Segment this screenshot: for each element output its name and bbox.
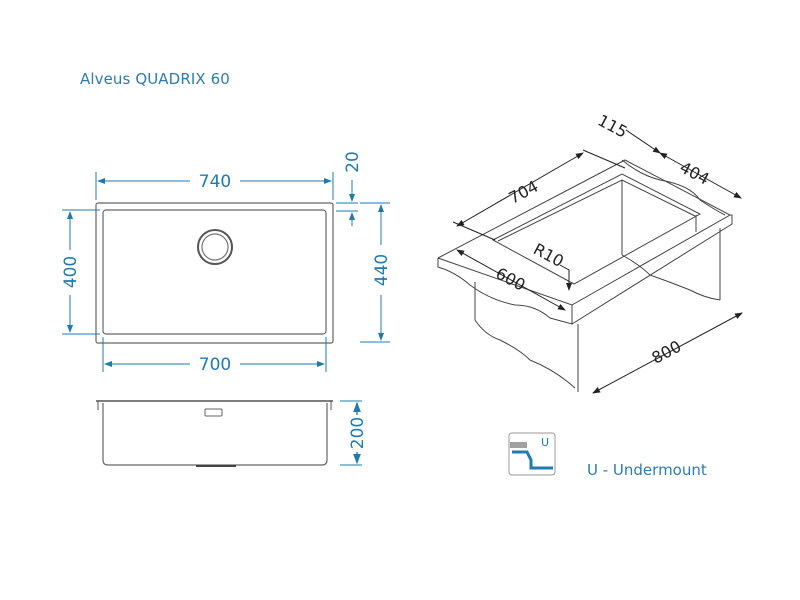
dim-depth: 200	[348, 417, 368, 449]
dim-bowl-width: 404	[677, 158, 713, 189]
product-title: Alveus QUADRIX 60	[80, 70, 230, 88]
isometric-view	[437, 129, 743, 394]
dim-inner-height: 400	[61, 256, 81, 288]
side-view: 200	[96, 400, 368, 467]
drain-icon	[197, 229, 233, 265]
dim-back-offset: 115	[595, 111, 631, 142]
undermount-icon: U	[508, 432, 556, 476]
sink-outer-rim	[95, 202, 334, 344]
dim-outer-width: 740	[199, 172, 231, 192]
mounting-label: U - Undermount	[587, 461, 707, 479]
dim-counter-depth: 600	[493, 264, 529, 295]
mount-letter: U	[541, 436, 549, 449]
sink-bowl	[102, 209, 327, 335]
top-view: 740 700 400 440 20	[61, 151, 392, 375]
dim-bowl-length: 704	[505, 177, 541, 208]
dim-outer-height: 440	[372, 254, 392, 286]
dim-flange: 20	[343, 151, 363, 173]
dim-cabinet-width: 800	[648, 337, 684, 368]
dim-inner-width: 700	[199, 355, 231, 375]
